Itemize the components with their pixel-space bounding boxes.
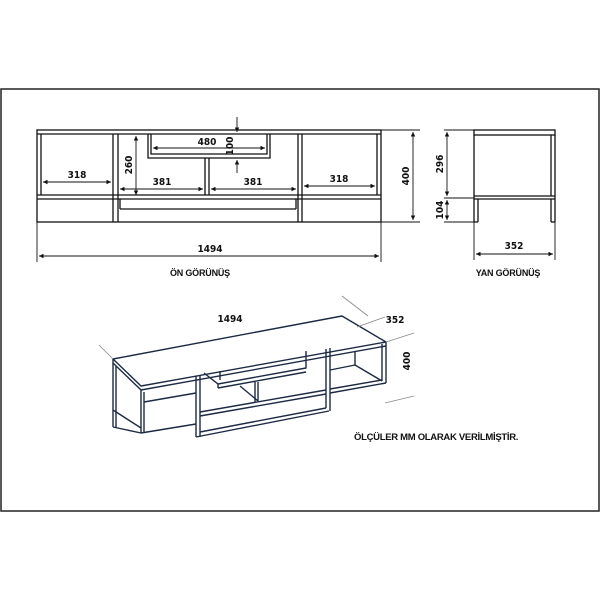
- dim-upper-shelf-height: 100: [225, 137, 236, 156]
- dim-perspective-depth: 352: [386, 315, 405, 326]
- perspective-leader-lines: [98, 295, 415, 404]
- dim-perspective-height: 400: [402, 352, 413, 371]
- front-view-title: ÖN GÖRÜNÜŞ: [170, 268, 230, 278]
- dim-depth: 352: [505, 241, 524, 252]
- dim-left-compartment: 318: [68, 170, 87, 181]
- dim-overall-width: 1494: [197, 244, 222, 255]
- dim-right-compartment: 318: [330, 174, 349, 185]
- side-view-title: YAN GÖRÜNÜŞ: [476, 268, 541, 278]
- dim-overall-height: 400: [401, 167, 412, 186]
- dim-upper-shelf-width: 480: [198, 137, 217, 148]
- side-view-dimension-labels: 296 104 352 YAN GÖRÜNÜŞ: [435, 155, 541, 278]
- drawing-frame: [0, 88, 600, 512]
- front-view: [36, 129, 382, 223]
- perspective-dimension-labels: 1494 352 400: [217, 314, 413, 370]
- dim-upper-height: 296: [435, 155, 446, 174]
- units-note: ÖLÇÜLER MM OLARAK VERİLMİŞTİR.: [354, 432, 518, 443]
- dim-middle-left: 381: [153, 177, 172, 188]
- front-view-dimension-labels: 318 381 381 318 480 100 260 1494 400 ÖN …: [68, 137, 412, 278]
- dim-perspective-width: 1494: [217, 314, 242, 325]
- front-view-dimension-lines: [36, 117, 420, 262]
- side-view-dimension-lines: [444, 129, 556, 260]
- dim-leg-height: 104: [435, 201, 446, 220]
- perspective-view: [112, 315, 387, 438]
- dim-inner-height: 260: [124, 156, 135, 175]
- dim-middle-right: 381: [244, 177, 263, 188]
- side-view: [473, 129, 556, 223]
